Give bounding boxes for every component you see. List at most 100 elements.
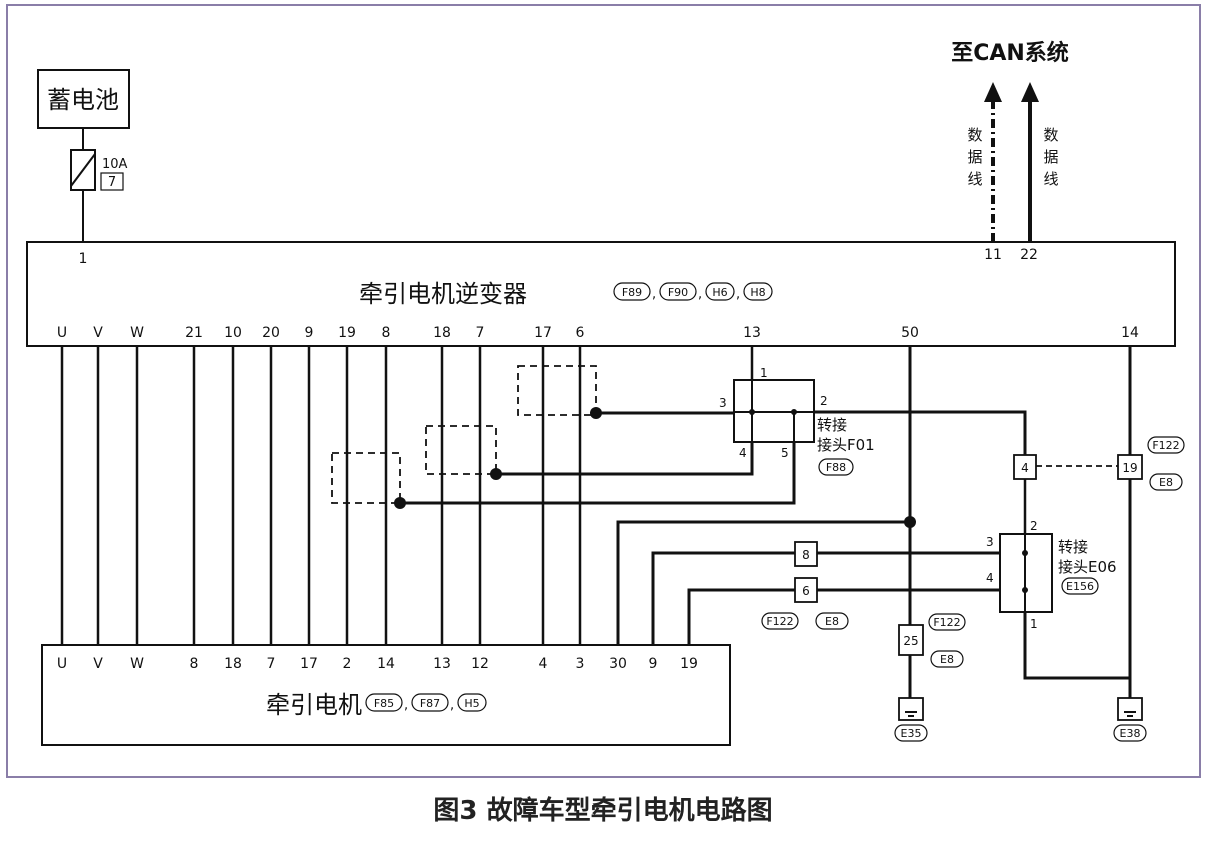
connector-8-number: 8 [802,548,810,562]
connector-19-tag-bottom: E8 [1159,476,1173,489]
inverter-pin-label: V [93,325,103,341]
can-label-char: 线 [1043,170,1058,188]
inverter-pin-label: 20 [262,325,280,341]
e06-pin-4: 4 [986,571,994,585]
shield-box-1 [331,452,401,504]
tag-separator: , [450,698,454,713]
f01-pin-2: 2 [820,394,828,408]
connector-tag-outline [743,282,773,301]
f01-pin-1: 1 [760,366,768,380]
connector-tag: F87 [420,697,440,710]
motor-pin-label: 14 [377,656,395,672]
shield-box-3 [517,365,597,416]
connector-19: 19 F122 E8 [1117,346,1185,698]
tag-separator: , [698,287,702,302]
connector-25: 25 F122 E8 [898,346,966,698]
inverter-pin-label: 14 [1121,325,1139,341]
f01-label-line2: 接头F01 [817,436,875,454]
motor-name: 牵引电机 [266,691,362,719]
straight-wires [60,346,582,645]
inverter-name: 牵引电机逆变器 [359,280,527,308]
connector-6-number: 6 [802,584,810,598]
inverter-pin-label: 19 [338,325,356,341]
tag-separator: , [736,287,740,302]
inverter-pin-label: U [57,325,67,341]
tag-separator: , [404,698,408,713]
connector-6: 6 F122 E8 [761,577,849,630]
ground-e38-label: E38 [1120,727,1141,740]
fuse-rating: 10A [102,157,128,172]
connector-tag-outline [365,693,403,712]
e06-label-line2: 接头E06 [1058,558,1117,576]
can-label-char: 据 [967,148,982,166]
can-pin-right: 22 [1020,247,1038,263]
motor-pin-label: 12 [471,656,489,672]
motor-pin-label: 9 [649,656,658,672]
e06-wires [616,516,1130,680]
connector-tag-outline [705,282,735,301]
connector-tag-outline [411,693,449,712]
motor-pin-label: V [93,656,103,672]
motor-pin-label: 3 [576,656,585,672]
inverter-pin-label: 18 [433,325,451,341]
f01-connector: F88 [826,461,846,474]
motor-pin-label: 4 [539,656,548,672]
inverter-pin-label: 9 [305,325,314,341]
f01-pin-4: 4 [739,446,747,460]
motor-pin-label: 30 [609,656,627,672]
inverter-pin-label: 21 [185,325,203,341]
can-label-char: 数 [1043,126,1058,144]
inverter-pin-label: 17 [534,325,552,341]
junction-f01: 1 2 3 4 5 转接 接头F01 F88 [719,346,875,476]
ground-e35-label: E35 [901,727,922,740]
connector-19-number: 19 [1122,461,1137,475]
connector-4: 4 [1013,454,1037,480]
connector-tag: F89 [622,286,642,299]
motor-pin-label: 2 [343,656,352,672]
fuse: 10A 7 [70,149,128,191]
motor-pin-label: 18 [224,656,242,672]
connector-19-tag-top: F122 [1152,439,1179,452]
motor-pin-label: 17 [300,656,318,672]
can-data-line-label-left: 数据线 [967,126,982,188]
shield-box-2 [425,425,497,475]
junction-e06: 1 2 3 4 转接 接头E06 E156 [986,479,1117,631]
can-label-char: 线 [967,170,982,188]
can-label-char: 据 [1043,148,1058,166]
motor-connector-tags: F85,F87,H5 [365,693,487,713]
connector-8: 8 [794,541,818,567]
e06-label-line1: 转接 [1058,538,1088,556]
inverter-pin-label: 6 [576,325,585,341]
f01-pin-3: 3 [719,396,727,410]
battery-label: 蓄电池 [47,86,119,114]
connector-25-number: 25 [903,634,918,648]
connector-tag: F85 [374,697,394,710]
motor-pin-label: 19 [680,656,698,672]
connector-6-tag-right: E8 [825,615,839,628]
connector-tag: F90 [668,286,688,299]
connector-tag-outline [613,282,651,301]
inverter-connector-tags: F89,F90,H6,H8 [613,282,773,302]
can-label-char: 数 [967,126,982,144]
connector-25-tag-bottom: E8 [940,653,954,666]
battery: 蓄电池 [37,69,130,129]
tag-separator: , [652,287,656,302]
ground-e38: E38 [1113,697,1147,742]
inverter-pin-label: 10 [224,325,242,341]
connector-tag-outline [457,693,487,712]
inverter-pin-label: 13 [743,325,761,341]
motor-pin-label: U [57,656,67,672]
f01-label-line1: 转接 [817,416,847,434]
connector-tag-outline [659,282,697,301]
shield-boxes [331,365,597,504]
connector-4-number: 4 [1021,461,1029,475]
can-pin-left: 11 [984,247,1002,263]
e06-pin-2: 2 [1030,519,1038,533]
inverter-pin-label: 7 [476,325,485,341]
connector-6-tag-left: F122 [766,615,793,628]
